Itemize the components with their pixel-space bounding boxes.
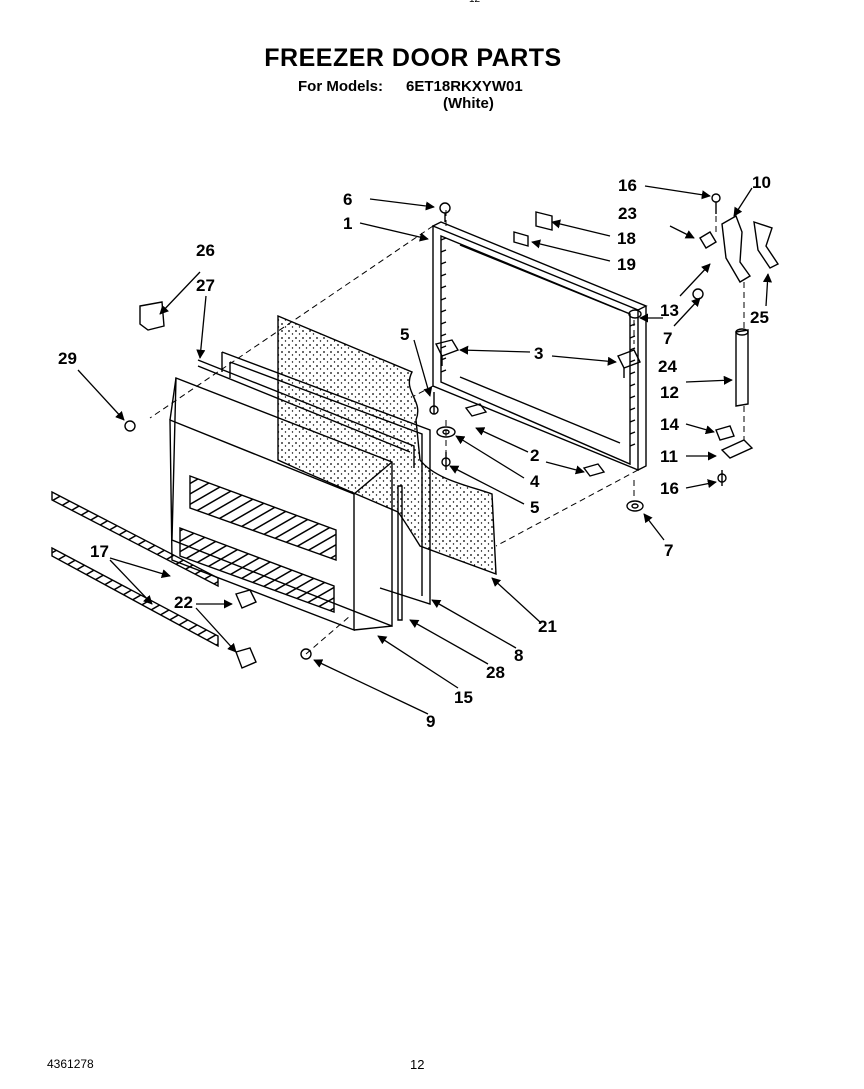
hinge-bracket-left — [434, 339, 460, 366]
callout-5: 5 — [400, 325, 409, 344]
door-rack-trim-upper — [51, 490, 219, 588]
door-handle — [735, 328, 749, 407]
callout-18: 18 — [617, 229, 636, 248]
callout-7: 7 — [663, 329, 672, 348]
callout-17: 17 — [90, 542, 109, 561]
callout-4: 4 — [530, 472, 540, 491]
callout-14: 14 — [660, 415, 679, 434]
page-top-mark: 12 — [469, 0, 480, 5]
screw — [429, 392, 451, 470]
model-variant: (White) — [443, 95, 494, 112]
callout-1: 1 — [343, 214, 352, 233]
outer-door-panel — [432, 221, 648, 472]
callout-29: 29 — [58, 349, 77, 368]
top-hinge — [692, 193, 780, 300]
callout-labels: 6 1 18 19 16 23 10 13 25 7 24 3 5 12 14 … — [58, 173, 771, 731]
document-number: 4361278 — [47, 1057, 94, 1071]
callout-5: 5 — [530, 498, 539, 517]
callout-26: 26 — [196, 241, 215, 260]
nameplate-label — [513, 211, 553, 247]
liner-shelf-lower — [179, 526, 335, 613]
door-rack-trim-lower — [51, 546, 219, 648]
door-insulation — [277, 314, 497, 576]
page-title: FREEZER DOOR PARTS — [264, 44, 562, 72]
callout-9: 9 — [426, 712, 435, 731]
door-liner — [169, 376, 393, 632]
callout-27: 27 — [196, 276, 215, 295]
callout-15: 15 — [454, 688, 473, 707]
screw — [439, 202, 451, 222]
callout-13: 13 — [660, 301, 679, 320]
callout-12: 12 — [660, 383, 679, 402]
door-stop-pad — [464, 403, 606, 477]
assembly-guide-lines — [149, 210, 745, 655]
callout-21: 21 — [538, 617, 557, 636]
callout-10: 10 — [752, 173, 771, 192]
retainer-clip — [139, 301, 165, 331]
gasket-seal-strip — [197, 359, 415, 468]
callout-11: 11 — [660, 447, 678, 466]
callout-6: 6 — [343, 190, 352, 209]
gasket-vertical-strip — [397, 485, 403, 621]
callout-22: 22 — [174, 593, 193, 612]
callout-7: 7 — [664, 541, 673, 560]
leader-arrows — [77, 185, 773, 715]
rack-end-cap — [235, 589, 257, 669]
callout-19: 19 — [617, 255, 636, 274]
callout-24: 24 — [658, 357, 677, 376]
callout-2: 2 — [530, 446, 539, 465]
callout-3: 3 — [534, 344, 543, 363]
models-label: For Models: — [298, 78, 383, 95]
callout-16: 16 — [618, 176, 637, 195]
screw — [300, 648, 312, 660]
liner-shelf-upper — [189, 474, 337, 561]
door-gasket — [221, 351, 431, 605]
models-line: For Models: 6ET18RKXYW01 — [298, 78, 523, 95]
bottom-hinge — [715, 425, 754, 486]
hinge-bracket-right — [617, 349, 641, 378]
screw — [124, 420, 136, 432]
model-number: 6ET18RKXYW01 — [406, 78, 523, 95]
callout-16: 16 — [660, 479, 679, 498]
page-number: 12 — [410, 1057, 425, 1072]
callout-23: 23 — [618, 204, 637, 223]
callout-25: 25 — [750, 308, 769, 327]
callout-28: 28 — [486, 663, 505, 682]
callout-8: 8 — [514, 646, 523, 665]
